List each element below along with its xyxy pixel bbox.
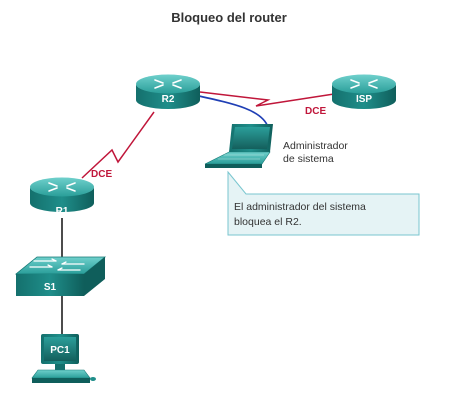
- router-isp-label: ISP: [356, 94, 372, 105]
- dce-label-isp: DCE: [305, 106, 326, 117]
- router-r1-label: R1: [56, 206, 69, 217]
- callout-line-2: bloquea el R2.: [234, 216, 302, 228]
- dce-label-r1: DCE: [91, 169, 112, 180]
- router-arrows-icon: [154, 79, 182, 89]
- router-r2[interactable]: R2: [136, 74, 200, 110]
- callout-line-1: El administrador del sistema: [234, 201, 366, 213]
- admin-laptop[interactable]: [204, 124, 273, 168]
- router-r1[interactable]: R1: [30, 177, 94, 218]
- switch-arrows-icon: [29, 258, 85, 271]
- diagram-title: Bloqueo del router: [171, 10, 287, 25]
- links: [61, 91, 335, 334]
- console-cable: [198, 95, 269, 128]
- router-isp[interactable]: ISP: [332, 74, 396, 110]
- serial-link-r1-r2: [81, 111, 155, 179]
- callout-box: El administrador del sistema bloquea el …: [227, 170, 420, 236]
- router-arrows-icon: [350, 79, 378, 89]
- admin-label: Administrador de sistema: [283, 140, 351, 165]
- pc-pc1-label: PC1: [50, 345, 70, 356]
- router-r2-label: R2: [162, 94, 175, 105]
- callout-text: El administrador del sistema bloquea el …: [234, 201, 369, 228]
- admin-label-line-2: de sistema: [283, 153, 334, 165]
- router-arrows-icon: [48, 182, 76, 192]
- pc-pc1[interactable]: PC1: [31, 334, 96, 383]
- switch-s1-label: S1: [44, 282, 57, 293]
- admin-label-line-1: Administrador: [283, 140, 348, 152]
- serial-link-r2-isp: [199, 91, 335, 107]
- switch-s1[interactable]: S1: [14, 256, 107, 296]
